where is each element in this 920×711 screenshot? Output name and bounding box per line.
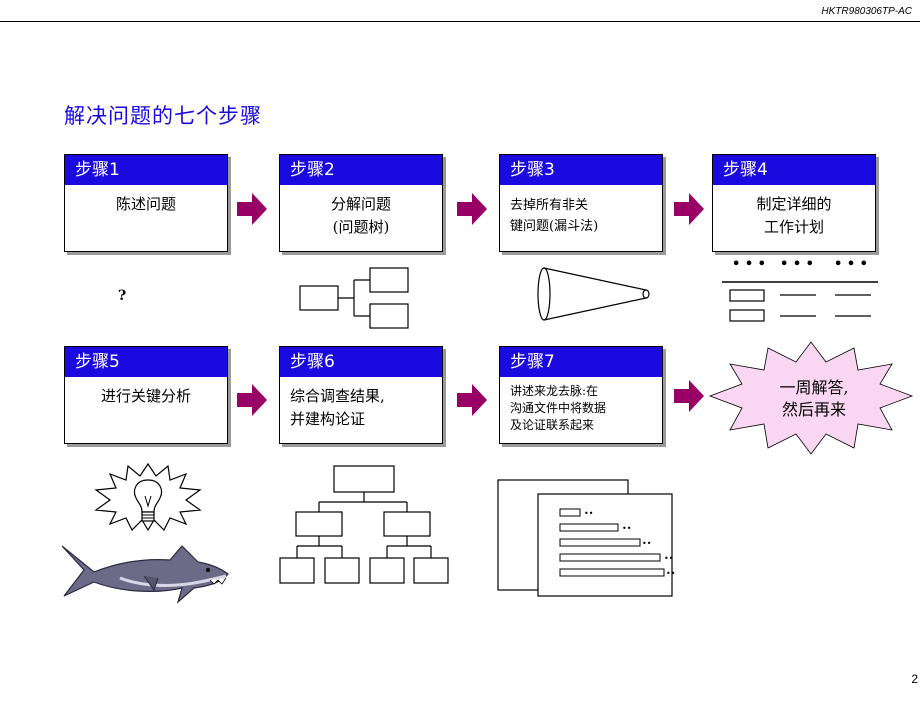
header-rule (0, 21, 920, 22)
svg-text:••: •• (584, 509, 593, 518)
step-4-line-2: 工作计划 (763, 218, 824, 236)
step-7-text: 讲述来龙去脉:在 沟通文件中将数据 及论证联系起来 (500, 377, 662, 434)
step-2-text: 分解问题 (问题树) (280, 185, 442, 239)
step-2-box: 步骤2 分解问题 (问题树) (279, 154, 443, 252)
svg-text:••: •• (622, 524, 631, 533)
step-5-text: 进行关键分析 (65, 377, 227, 408)
step-7-box: 步骤7 讲述来龙去脉:在 沟通文件中将数据 及论证联系起来 (499, 346, 663, 444)
step-4-label: 步骤4 (713, 155, 875, 185)
final-line-1: 一周解答, (779, 378, 849, 397)
step-6-line-1: 综合调查结果, (290, 387, 385, 405)
step-7-line-2: 沟通文件中将数据 (510, 401, 607, 415)
step-5-line-1: 进行关键分析 (100, 387, 191, 405)
step-4-box: 步骤4 制定详细的 工作计划 (712, 154, 876, 252)
starburst-shape (708, 341, 914, 455)
work-plan-icon: • • • • • • • • • (722, 257, 878, 322)
arrow-right-icon (674, 380, 704, 412)
shark-icon (61, 545, 229, 604)
arrow-right-icon (457, 384, 487, 416)
step-1-line-1: 陈述问题 (115, 195, 176, 213)
arrow-right-icon (674, 193, 704, 225)
final-line-2: 然后再来 (781, 400, 846, 419)
step-7-label: 步骤7 (500, 347, 662, 377)
step-3-line-2: 键问题(漏斗法) (510, 219, 599, 234)
step-4-text: 制定详细的 工作计划 (713, 185, 875, 239)
svg-text:••: •• (666, 569, 675, 578)
step-1-label: 步骤1 (65, 155, 227, 185)
step-6-text: 综合调查结果, 并建构论证 (280, 377, 442, 431)
step-2-label: 步骤2 (280, 155, 442, 185)
step-4-line-1: 制定详细的 (756, 195, 832, 213)
step-6-line-2: 并建构论证 (290, 410, 366, 428)
step-2-line-1: 分解问题 (330, 195, 391, 213)
svg-text:• • •: • • • (780, 257, 814, 272)
svg-text:• • •: • • • (732, 257, 766, 272)
funnel-icon (537, 267, 650, 321)
page-number: 2 (911, 672, 918, 686)
arrow-right-icon (237, 193, 267, 225)
org-chart-icon (279, 465, 449, 584)
step-2-line-2: (问题树) (332, 218, 390, 236)
step-1-text: 陈述问题 (65, 185, 227, 216)
svg-text:••: •• (664, 554, 673, 563)
step-3-text: 去掉所有非关 键问题(漏斗法) (500, 185, 662, 237)
document-code: HKTR980306TP-AC (821, 6, 912, 17)
step-3-label: 步骤3 (500, 155, 662, 185)
step-5-box: 步骤5 进行关键分析 (64, 346, 228, 444)
step-1-box: 步骤1 陈述问题 (64, 154, 228, 252)
question-mark: ? (118, 288, 127, 304)
lightbulb-icon (94, 462, 202, 532)
report-document-icon: •• •• •• •• •• (497, 479, 675, 597)
step-3-box: 步骤3 去掉所有非关 键问题(漏斗法) (499, 154, 663, 252)
step-5-label: 步骤5 (65, 347, 227, 377)
svg-text:• • •: • • • (834, 257, 868, 272)
final-message: 一周解答, 然后再来 (714, 377, 914, 421)
svg-text:••: •• (642, 539, 651, 548)
step-7-line-3: 及论证联系起来 (510, 418, 595, 432)
step-7-line-1: 讲述来龙去脉:在 (510, 384, 599, 398)
step-6-box: 步骤6 综合调查结果, 并建构论证 (279, 346, 443, 444)
step-6-label: 步骤6 (280, 347, 442, 377)
step-3-line-1: 去掉所有非关 (510, 198, 589, 213)
arrow-right-icon (457, 193, 487, 225)
arrow-right-icon (237, 384, 267, 416)
issue-tree-icon (299, 267, 409, 329)
page-title: 解决问题的七个步骤 (64, 104, 262, 128)
